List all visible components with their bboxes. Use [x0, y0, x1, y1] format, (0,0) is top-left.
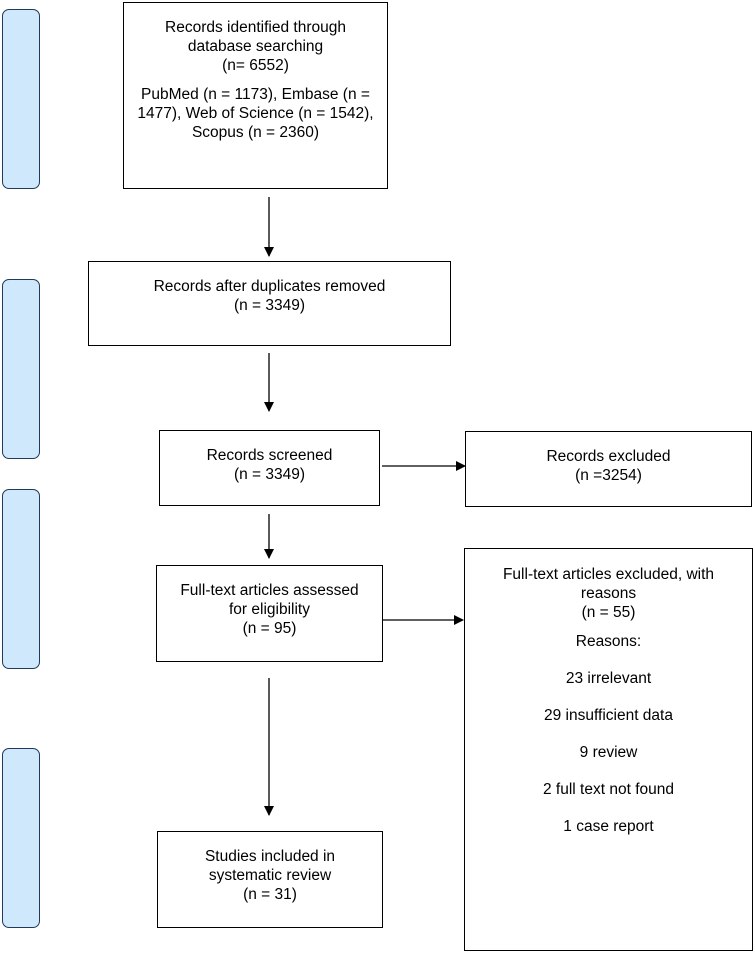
reason-irrelevant: 23 irrelevant — [565, 670, 652, 687]
records-identified-line2: database searching — [187, 38, 324, 55]
duplicates-removed-count: (n = 3349) — [233, 297, 306, 314]
fulltext-excluded-count: (n = 55) — [581, 604, 636, 621]
reason-case-report: 1 case report — [563, 818, 654, 835]
reason-review: 9 review — [579, 744, 638, 761]
fulltext-excluded-line1: Full-text articles excluded, with — [502, 566, 715, 583]
records-screened-label: Records screened — [206, 447, 333, 464]
fulltext-excluded-line2: reasons — [580, 585, 637, 602]
fulltext-assessed-line1: Full-text articles assessed — [180, 582, 359, 599]
records-identified-box: Records identified through database sear… — [123, 2, 388, 189]
phase-bar-screening — [2, 279, 40, 459]
records-screened-box: Records screened (n = 3349) — [159, 430, 380, 506]
studies-included-count: (n = 31) — [243, 886, 297, 903]
sources-line1: PubMed (n = 1173), Embase (n = — [141, 86, 370, 103]
phase-bar-included — [2, 748, 40, 928]
reason-full-text-not-found: 2 full text not found — [543, 781, 674, 798]
reasons-label: Reasons: — [575, 633, 642, 650]
duplicates-removed-box: Records after duplicates removed (n = 33… — [88, 261, 451, 346]
fulltext-assessed-box: Full-text articles assessed for eligibil… — [156, 565, 383, 662]
records-excluded-box: Records excluded (n =3254) — [465, 431, 752, 507]
phase-bar-eligibility — [2, 489, 40, 669]
phase-bar-identification — [2, 9, 40, 189]
sources-line2: 1477), Web of Science (n = 1542), — [137, 105, 374, 122]
fulltext-assessed-line2: for eligibility — [229, 601, 310, 618]
studies-included-line2: systematic review — [208, 867, 332, 884]
records-screened-count: (n = 3349) — [233, 466, 306, 483]
duplicates-removed-label: Records after duplicates removed — [153, 278, 386, 295]
records-identified-line1: Records identified through — [165, 19, 346, 36]
fulltext-assessed-count: (n = 95) — [242, 620, 297, 637]
studies-included-line1: Studies included in — [204, 848, 336, 865]
records-identified-count: (n= 6552) — [222, 57, 289, 74]
sources-line3: Scopus (n = 2360) — [191, 124, 320, 141]
studies-included-box: Studies included in systematic review (n… — [157, 831, 383, 928]
reason-insufficient-data: 29 insufficient data — [544, 707, 673, 724]
records-excluded-count: (n =3254) — [575, 467, 642, 484]
fulltext-excluded-box: Full-text articles excluded, with reason… — [464, 548, 753, 951]
records-excluded-label: Records excluded — [546, 448, 671, 465]
